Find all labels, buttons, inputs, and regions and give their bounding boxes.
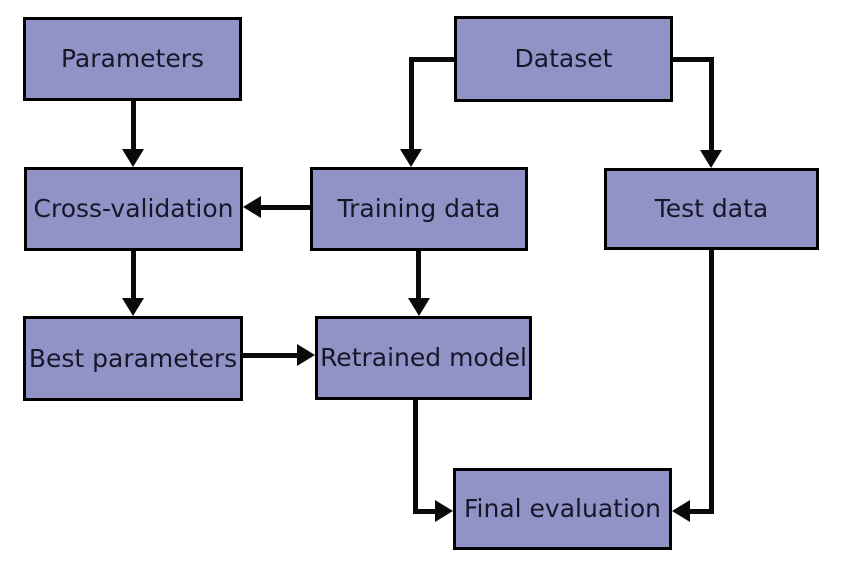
node-parameters: Parameters	[23, 17, 242, 101]
edge-parameters-to-cross-validation-arrowhead-icon	[122, 149, 144, 167]
edge-retrained-model-to-final-evaluation-arrowhead-icon	[435, 500, 453, 522]
edge-test-data-to-final-evaluation-arrowhead-icon	[672, 500, 690, 522]
node-best-parameters: Best parameters	[23, 316, 243, 401]
edge-test-data-to-final-evaluation-hline	[690, 509, 714, 514]
node-final-evaluation-label: Final evaluation	[463, 494, 662, 524]
edge-retrained-model-to-final-evaluation-vline	[413, 400, 418, 514]
node-parameters-label: Parameters	[60, 44, 205, 74]
edge-training-data-to-cross-validation-arrowhead-icon	[243, 196, 261, 218]
node-dataset-label: Dataset	[514, 44, 613, 74]
edge-best-parameters-to-retrained-model-line	[243, 353, 297, 358]
node-test-data: Test data	[604, 168, 819, 250]
edge-retrained-model-to-final-evaluation-hline	[413, 509, 437, 514]
node-retrained-model: Retrained model	[315, 316, 532, 400]
node-dataset: Dataset	[454, 16, 673, 102]
node-final-evaluation: Final evaluation	[453, 468, 672, 550]
edge-test-data-to-final-evaluation-vline	[709, 250, 714, 514]
edge-dataset-to-test-data-hline	[673, 57, 714, 62]
node-training-data: Training data	[310, 167, 528, 251]
edge-cross-validation-to-best-parameters-arrowhead-icon	[122, 298, 144, 316]
edge-parameters-to-cross-validation-line	[131, 101, 136, 151]
edge-dataset-to-test-data-vline	[709, 57, 714, 151]
edge-dataset-to-test-data-arrowhead-icon	[700, 150, 722, 168]
node-test-data-label: Test data	[654, 194, 769, 224]
node-cross-validation-label: Cross-validation	[33, 194, 234, 224]
edge-cross-validation-to-best-parameters-line	[131, 251, 136, 299]
edge-training-data-to-cross-validation-line	[261, 205, 310, 210]
node-training-data-label: Training data	[337, 194, 501, 224]
node-best-parameters-label: Best parameters	[28, 343, 238, 373]
node-retrained-model-label: Retrained model	[320, 343, 527, 373]
edge-dataset-to-training-data-arrowhead-icon	[400, 149, 422, 167]
edge-dataset-to-training-data-hline	[409, 57, 454, 62]
node-cross-validation: Cross-validation	[24, 167, 243, 251]
edge-dataset-to-training-data-vline	[409, 57, 414, 150]
edge-best-parameters-to-retrained-model-arrowhead-icon	[297, 344, 315, 366]
edge-training-data-to-retrained-model-line	[416, 251, 421, 299]
edge-training-data-to-retrained-model-arrowhead-icon	[408, 298, 430, 316]
